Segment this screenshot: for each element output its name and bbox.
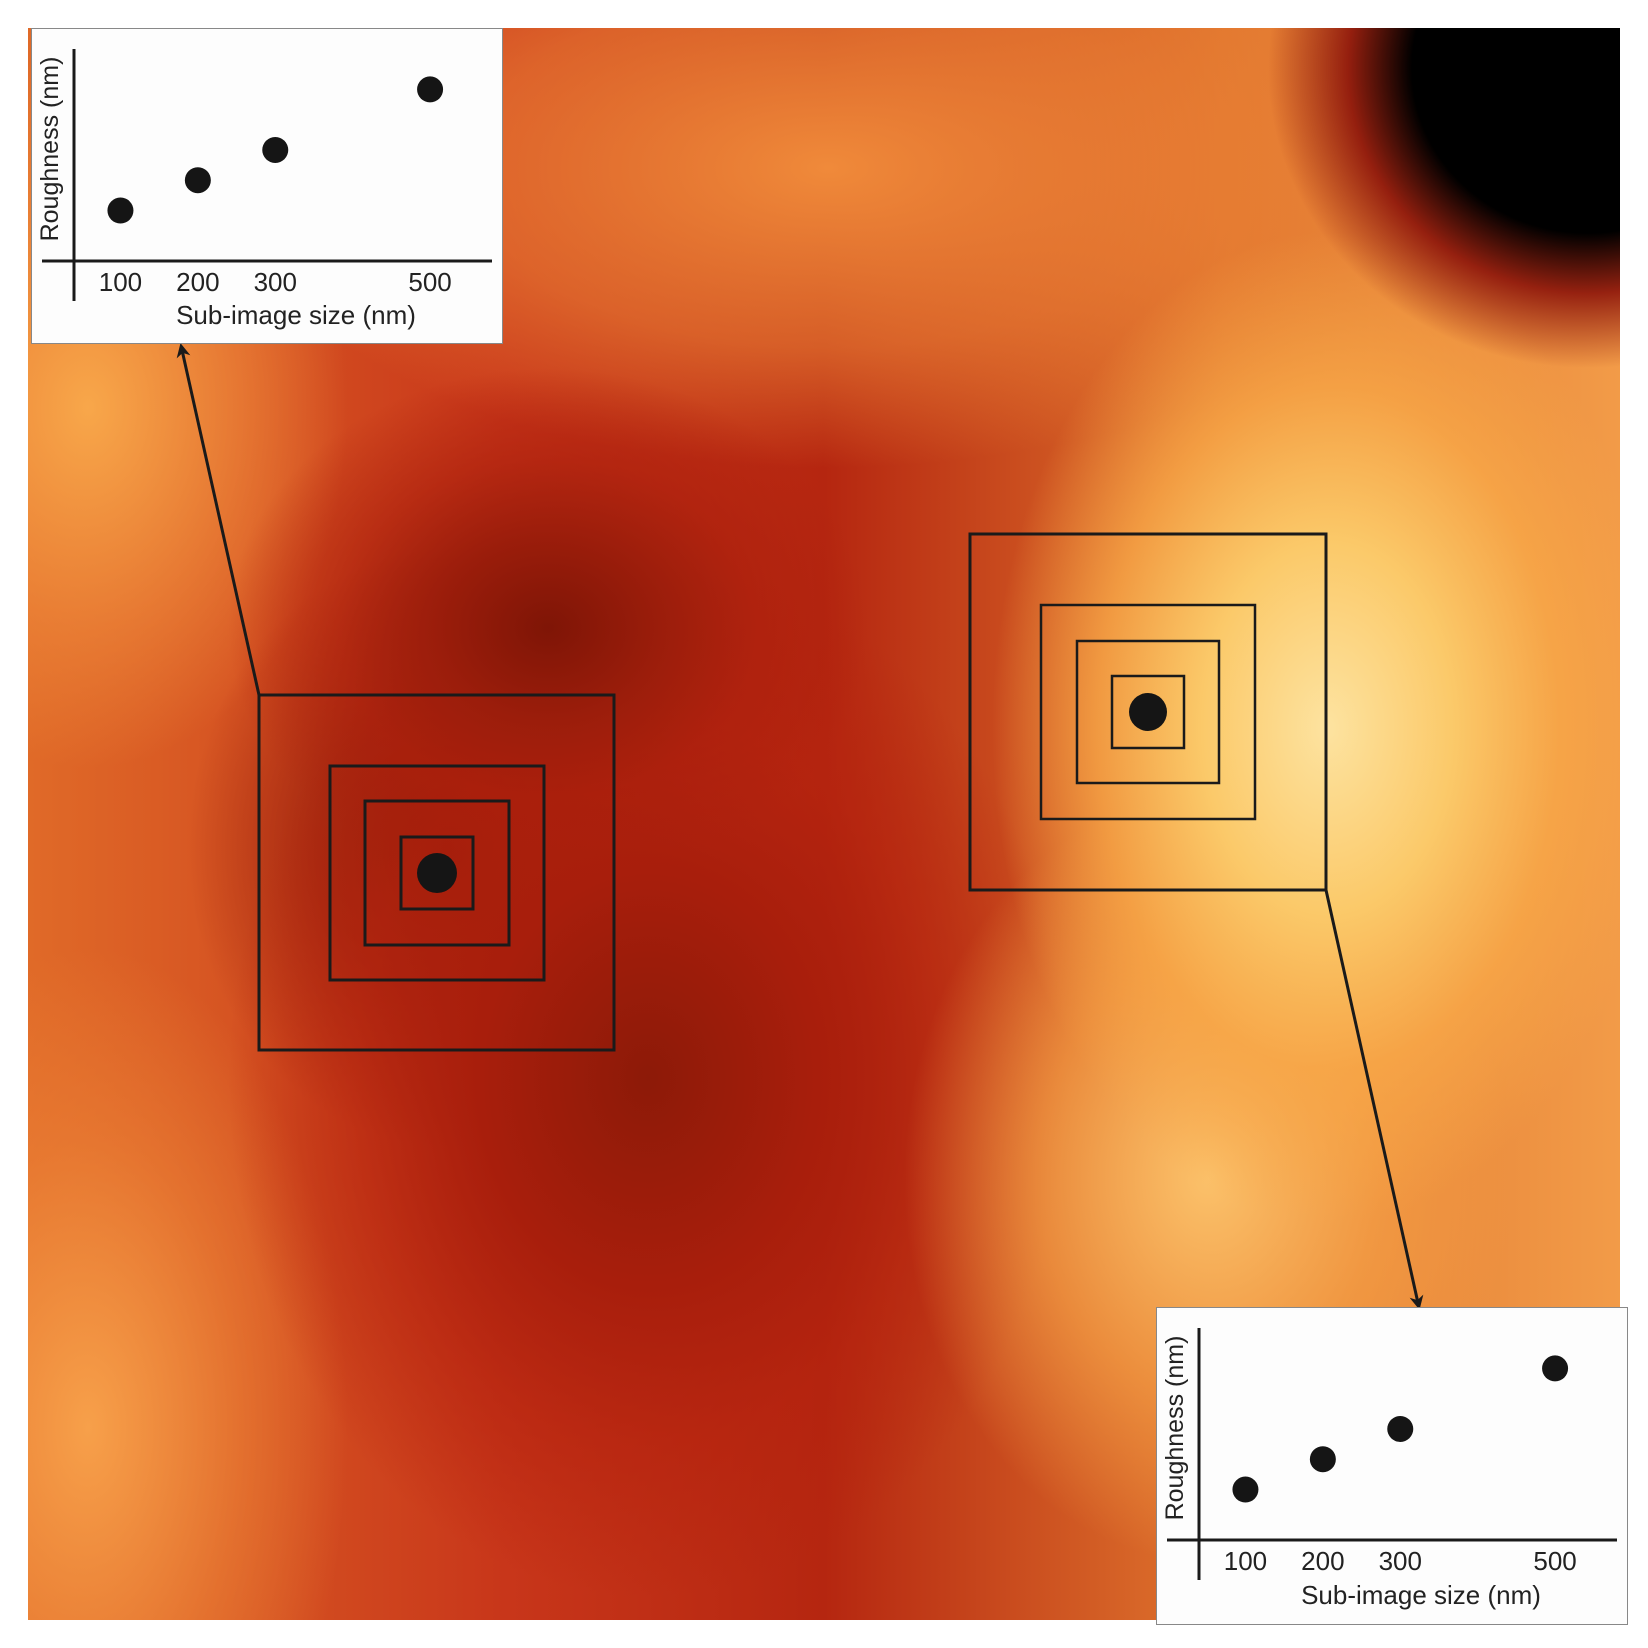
left-box-500 [257, 693, 616, 1052]
right-sampling-region [968, 532, 1328, 892]
x-tick-label-300: 300 [254, 267, 297, 297]
x-tick-label-200: 200 [176, 267, 219, 297]
x-axis-label: Sub-image size (nm) [176, 300, 416, 330]
inset-plot-bottom-right: 100 200 300 500 Roughness (nm) Sub-image si… [1156, 1307, 1628, 1625]
arrow-to-top-inset [176, 343, 261, 696]
x-tick-label-200: 200 [1301, 1546, 1344, 1576]
left-box-100 [399, 835, 475, 911]
right-box-100 [1110, 674, 1186, 750]
arrow-to-bottom-inset [1324, 889, 1424, 1310]
data-point-300 [1387, 1415, 1414, 1442]
x-tick-label-300: 300 [1379, 1546, 1422, 1576]
x-tick-label-100: 100 [99, 267, 142, 297]
right-box-200 [1075, 639, 1221, 785]
data-point-100 [107, 197, 134, 224]
data-point-500 [1542, 1355, 1569, 1382]
y-axis-label: Roughness (nm) [1161, 1336, 1189, 1521]
data-point-200 [184, 167, 211, 194]
y-axis-label: Roughness (nm) [36, 57, 64, 242]
right-center-dot [1129, 693, 1167, 731]
inset-chart-bottom-right: 100 200 300 500 Roughness (nm) Sub-image si… [1161, 1328, 1617, 1610]
left-box-300 [328, 764, 546, 982]
inset-plot-top-left: 100 200 300 500 Roughness (nm) Sub-image si… [31, 28, 503, 344]
data-point-500 [417, 76, 444, 103]
data-point-300 [262, 136, 289, 163]
right-box-500 [968, 532, 1328, 892]
left-center-dot [417, 853, 457, 893]
x-tick-label-500: 500 [408, 267, 451, 297]
data-point-200 [1309, 1446, 1336, 1473]
x-tick-label-100: 100 [1224, 1546, 1267, 1576]
right-box-300 [1039, 603, 1257, 821]
left-sampling-region [257, 693, 616, 1052]
x-axis-label: Sub-image size (nm) [1301, 1580, 1541, 1610]
left-box-200 [363, 799, 511, 947]
x-tick-label-500: 500 [1533, 1546, 1576, 1576]
inset-chart-top-left: 100 200 300 500 Roughness (nm) Sub-image si… [36, 49, 492, 330]
data-point-100 [1232, 1476, 1259, 1503]
